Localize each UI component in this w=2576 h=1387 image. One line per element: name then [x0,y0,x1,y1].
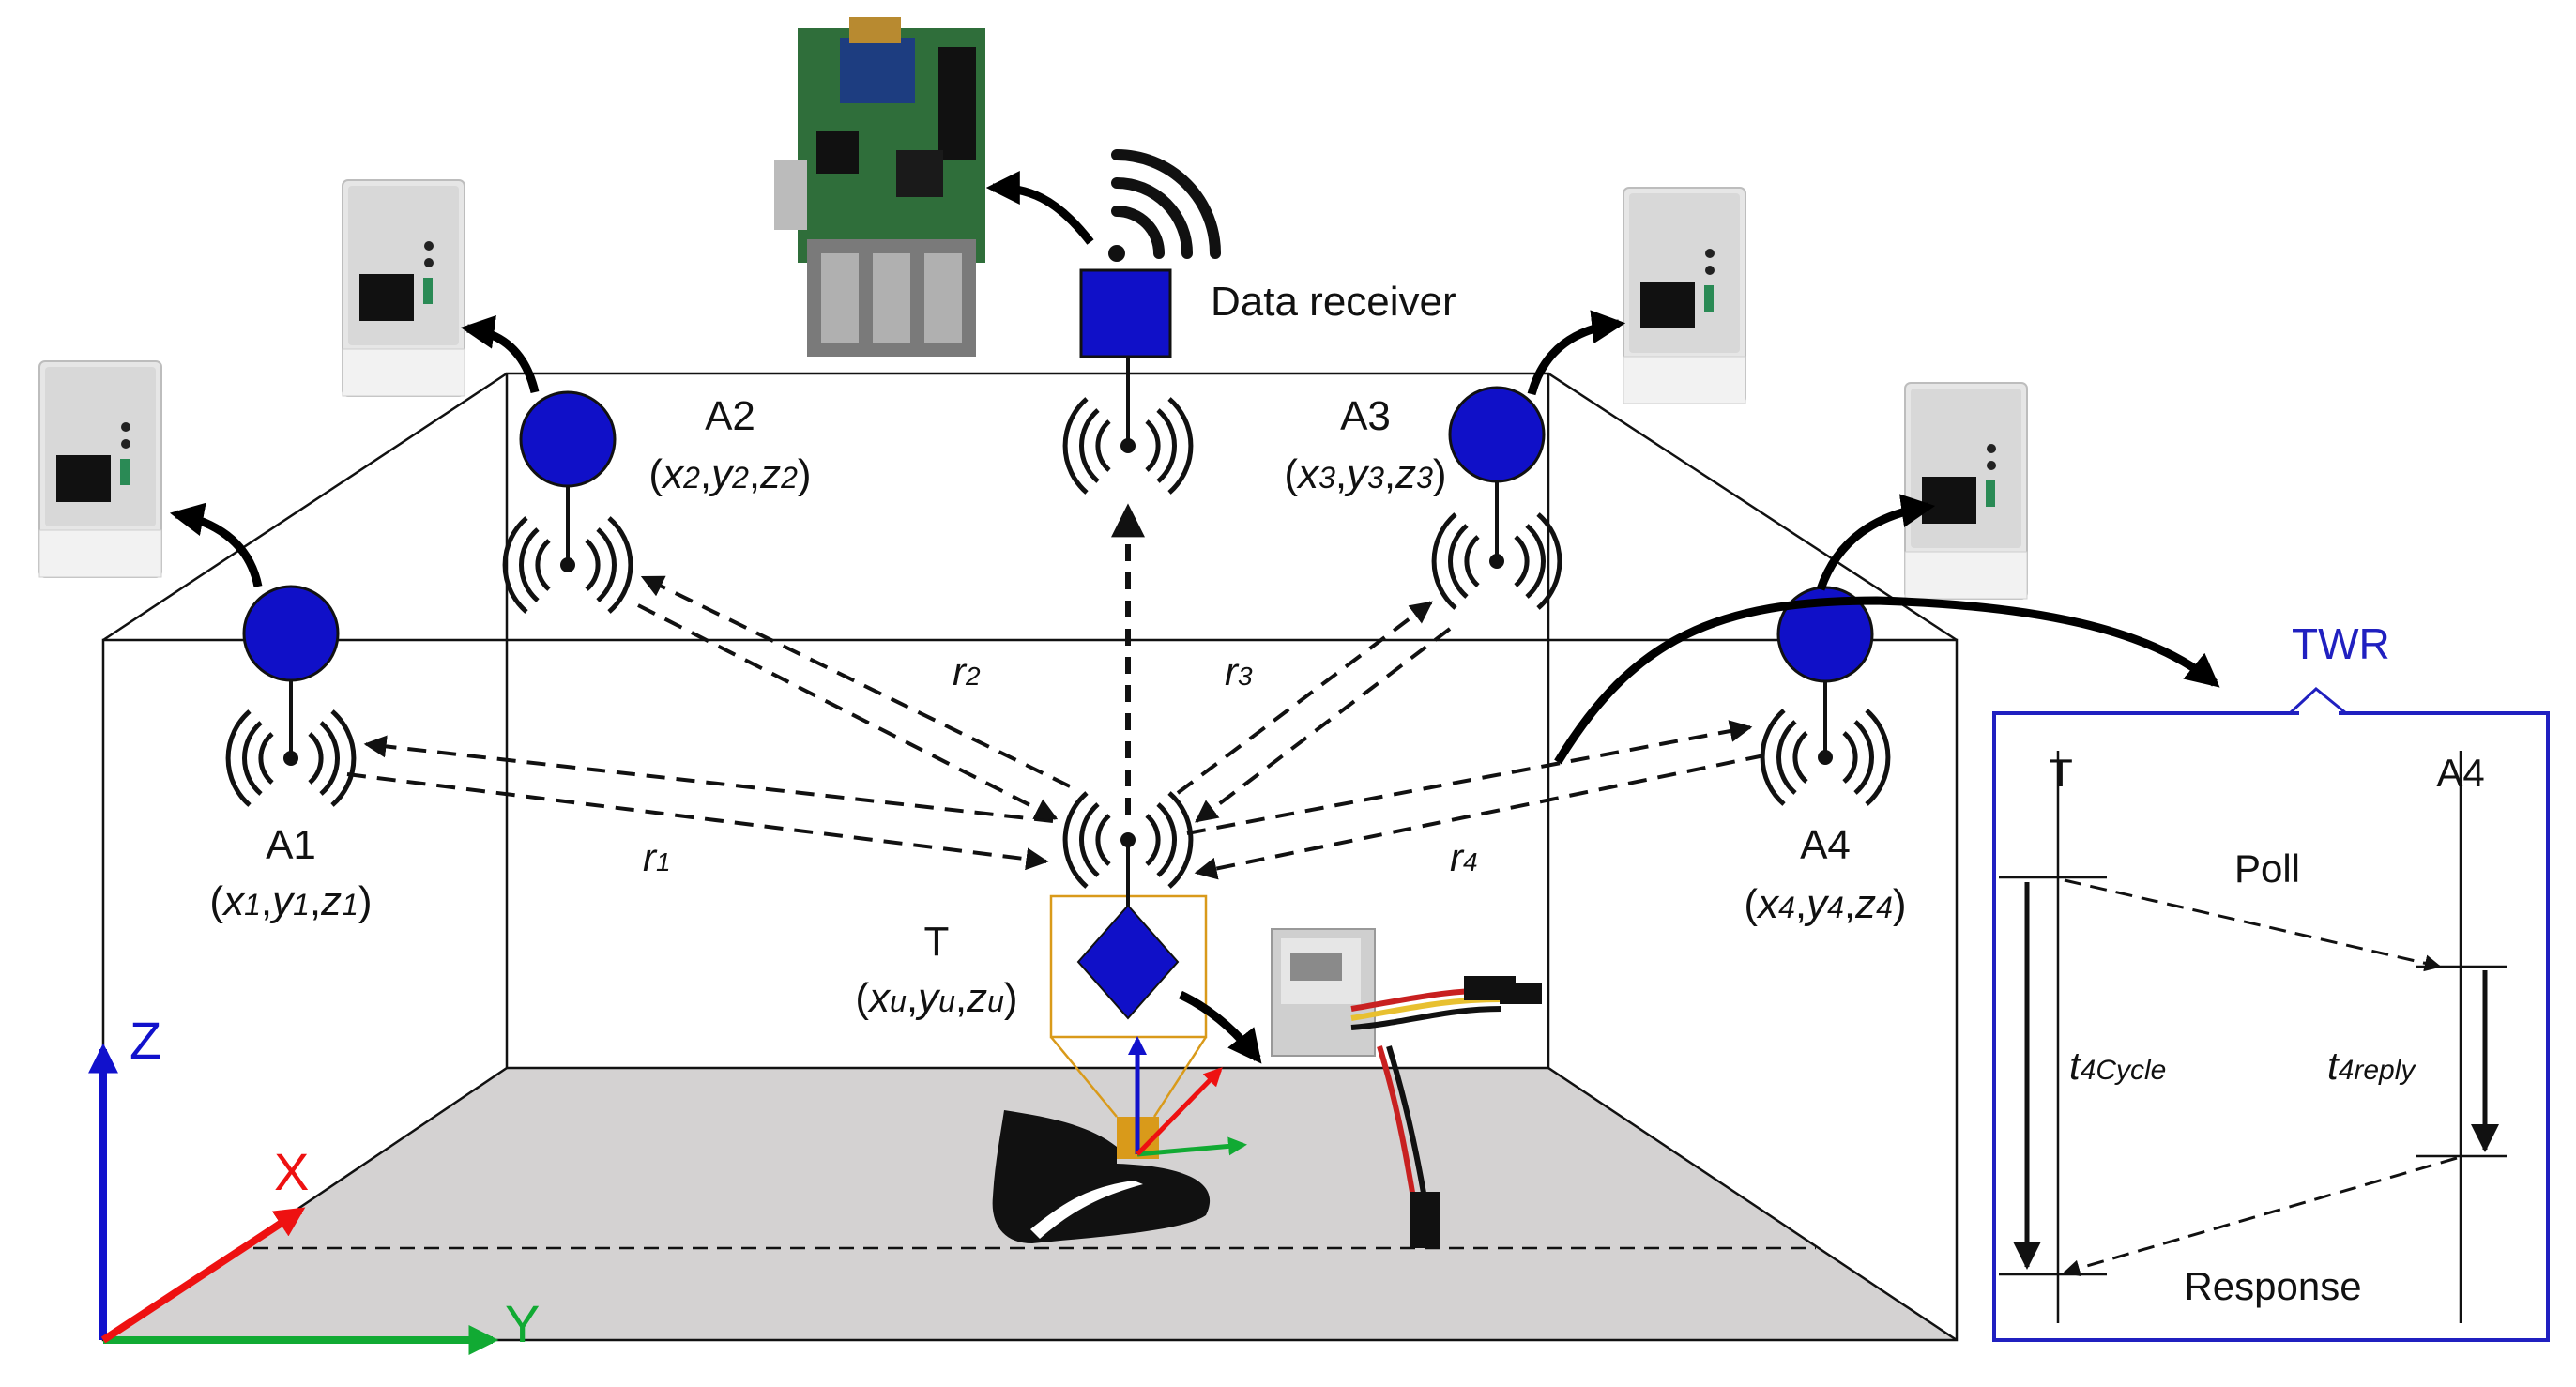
anchor-device-photo-a2 [342,179,465,397]
global-axis-x-arrow [100,1207,306,1344]
anchor-a1 [228,585,354,805]
twr-response-arrow [2063,1156,2458,1277]
data-receiver-label: Data receiver [1211,279,1456,325]
twr-cycle-label: t4Cycle [2069,1044,2166,1088]
anchor-label-a4: A4 [1800,822,1851,868]
twr-title: TWR [2292,619,2390,668]
anchor-coords-a1: (x1,y1,z1) [209,878,372,924]
receiver-node [1065,268,1191,493]
tag-coords: (xu,yu,zu) [855,975,1017,1021]
twr-reply-label: t4reply [2327,1044,2416,1088]
local-axis-x-arrow [1136,1067,1223,1156]
anchor-coords-a4: (x4,y4,z4) [1744,881,1906,927]
anchor-label-a1: A1 [266,822,316,868]
anchor-device-photo-a4 [1904,382,2028,600]
twr-response-label: Response [2184,1264,2361,1308]
twr-panel: TWR T A4 Poll Response t4Cycle t4reply [1992,619,2550,1342]
local-axis-y-arrow [1136,1136,1247,1157]
global-axis-z-label: Z [130,1011,161,1070]
anchor-a2 [505,390,631,612]
twr-box [1992,711,2550,1342]
tag-label: T [924,919,950,965]
twr-callout-tail [2288,687,2347,715]
twr-anchor-label: A4 [2436,751,2484,795]
room-outline [101,372,1959,1342]
anchor-label-a2: A2 [705,393,755,439]
anchor-coords-a3: (x3,y3,z3) [1284,451,1446,497]
range-label-r3: r3 [1225,649,1253,694]
global-axis-x-label: X [274,1142,309,1201]
link-arrows [169,171,2220,1064]
receiver-board-photo [774,17,985,357]
wifi-icon [1108,149,1221,262]
twr-tag-label: T [2049,751,2073,795]
range-label-r2: r2 [953,649,981,694]
shoe-icon [992,1110,1211,1243]
range-label-r4: r4 [1450,835,1478,879]
anchor-coords-a2: (x2,y2,z2) [648,451,811,497]
anchor-device-photo-a3 [1623,187,1746,404]
range-label-r1: r1 [643,835,671,879]
tag-module-photo [1271,928,1542,1248]
anchor-a4 [1762,586,1888,804]
anchor-a3 [1434,386,1560,608]
tag-node [1065,793,1191,1020]
shoe-sole-highlight [1030,1181,1143,1239]
twr-poll-arrow [2064,878,2442,972]
global-axis-y-label: Y [505,1294,540,1353]
range-arrows [346,575,1765,880]
twr-poll-label: Poll [2234,846,2300,891]
anchor-device-photo-a1 [38,360,162,578]
anchor-label-a3: A3 [1340,393,1391,439]
